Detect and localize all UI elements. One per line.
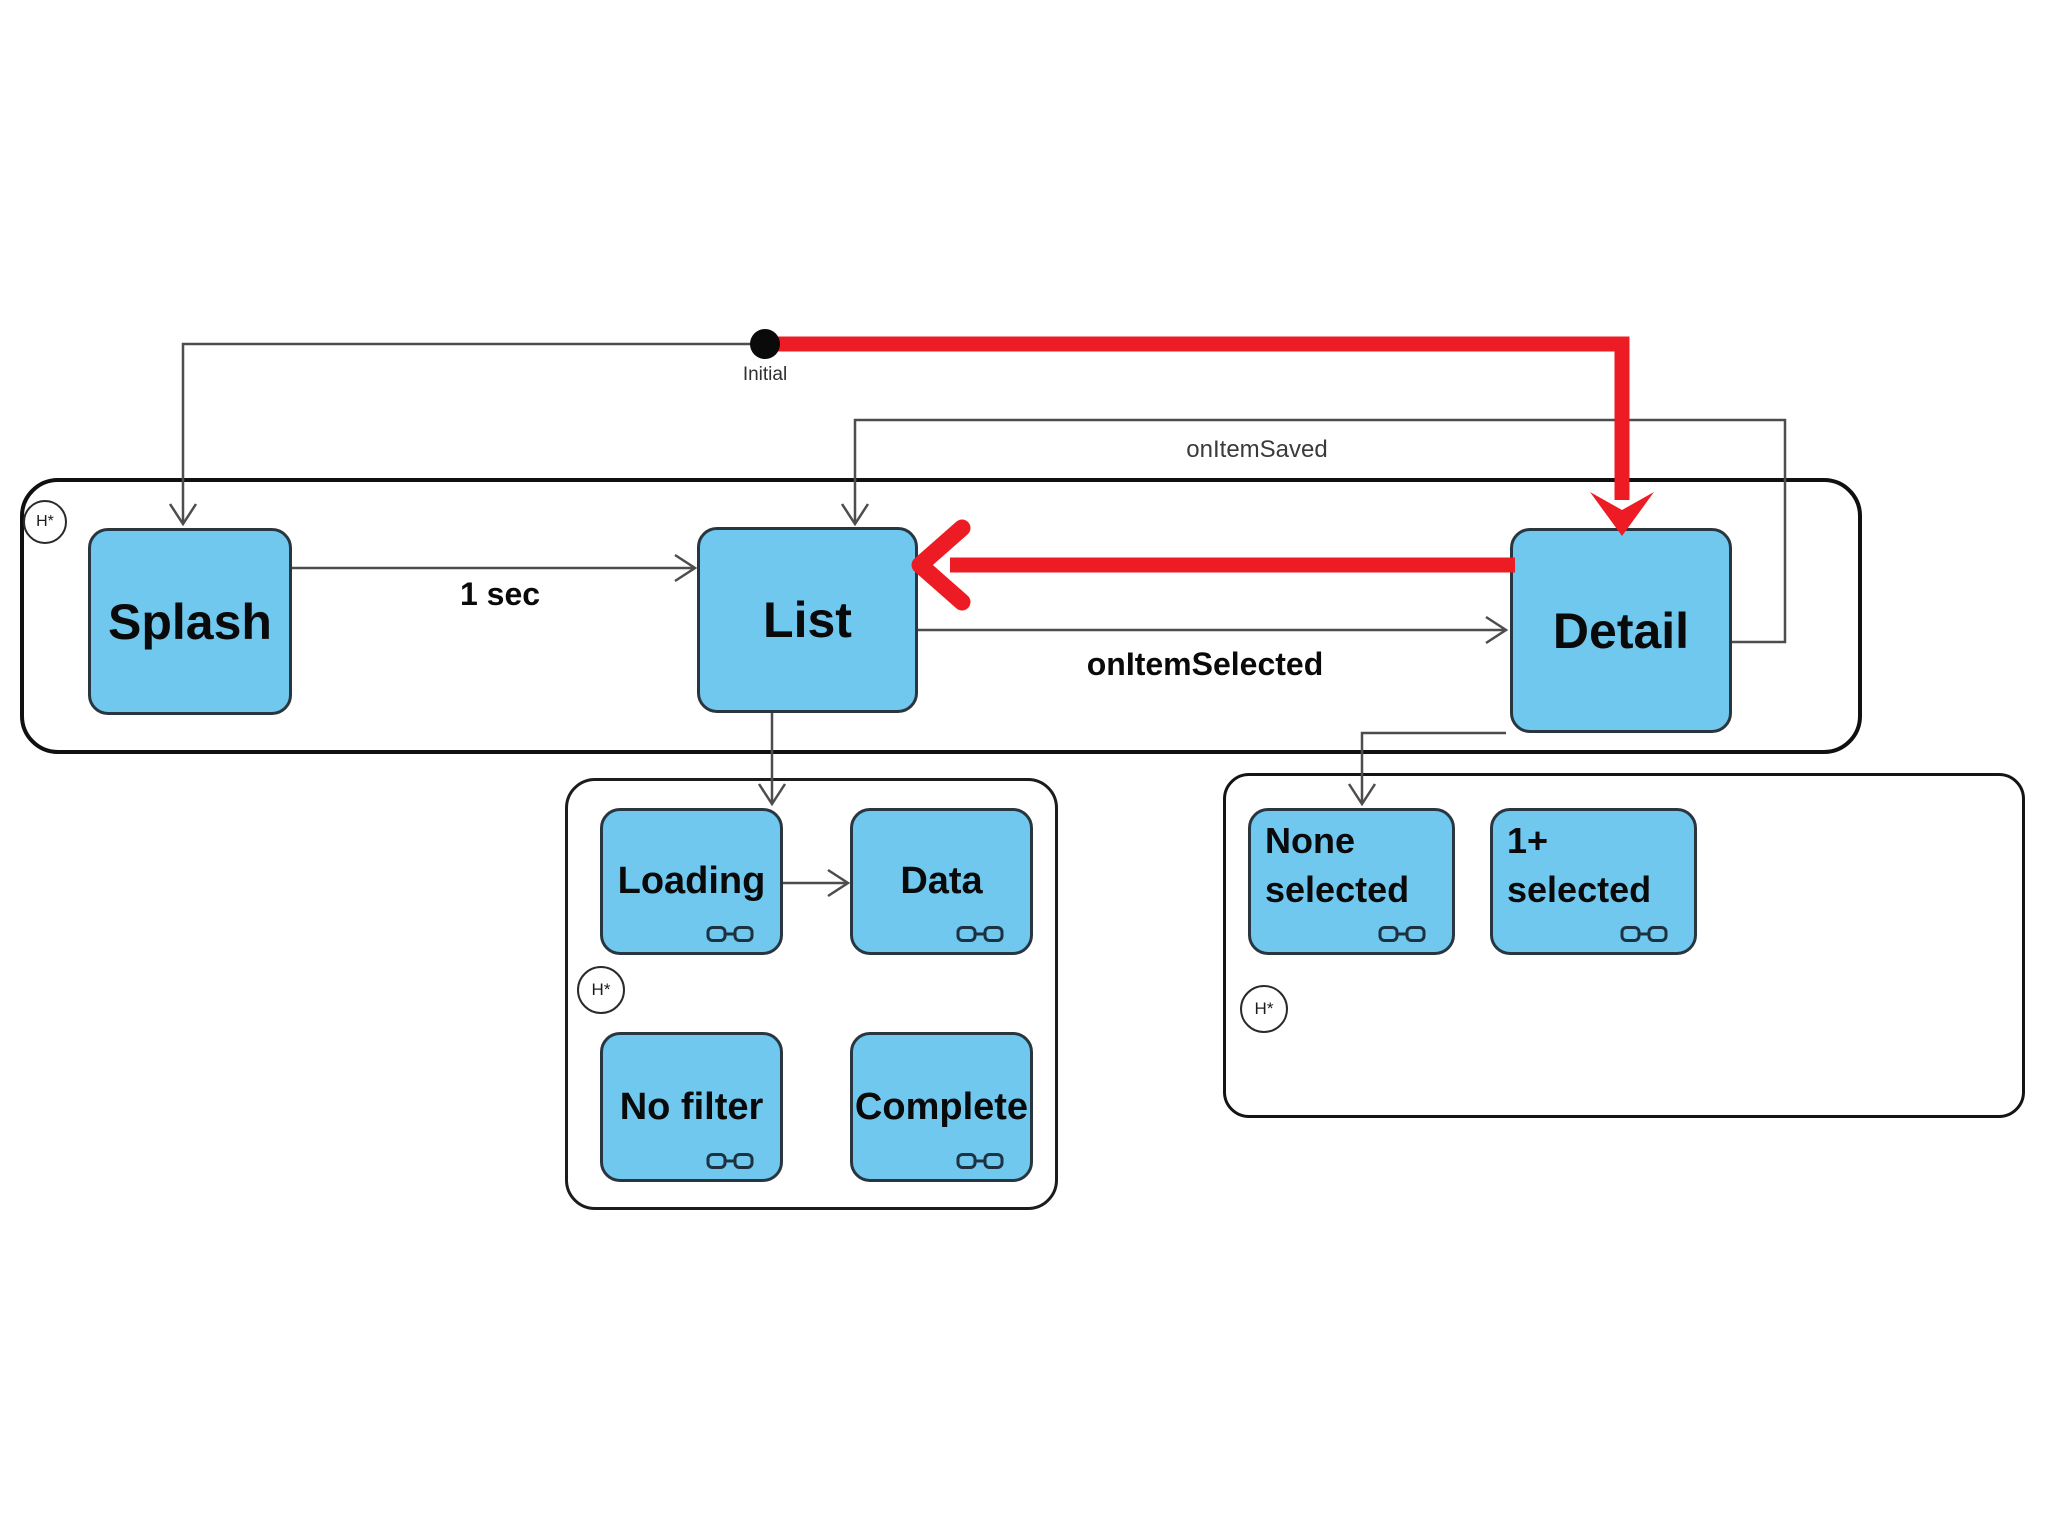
initial-state-caption: Initial	[742, 364, 788, 385]
state-none-selected-label: None selected	[1265, 820, 1410, 910]
transition-label-onitemsaved: onItemSaved	[1186, 436, 1328, 463]
state-detail: Detail	[1510, 528, 1732, 733]
state-no-filter: No filter	[600, 1032, 783, 1182]
history-pseudostate-detail-region: H*	[1240, 985, 1288, 1033]
state-one-plus-selected-label: 1+ selected	[1507, 820, 1652, 910]
transition-label-onitemselected: onItemSelected	[1086, 646, 1324, 682]
history-label: H*	[1254, 999, 1274, 1018]
transition-label-1sec: 1 sec	[459, 576, 541, 612]
history-label: H*	[36, 513, 54, 530]
state-list: List	[697, 527, 918, 713]
decomposition-glasses-icon	[706, 1153, 754, 1169]
state-one-plus-selected: 1+ selected	[1490, 808, 1697, 955]
state-splash-label: Splash	[108, 593, 272, 650]
initial-state-dot	[750, 329, 780, 359]
state-none-selected: None selected	[1248, 808, 1455, 955]
state-detail-label: Detail	[1552, 602, 1690, 659]
history-label: H*	[591, 980, 611, 999]
state-loading: Loading	[600, 808, 783, 955]
state-complete-label: Complete	[854, 1085, 1029, 1128]
state-loading-label: Loading	[617, 860, 766, 902]
decomposition-glasses-icon	[1378, 926, 1426, 942]
history-pseudostate-list-region: H*	[577, 966, 625, 1014]
state-data: Data	[850, 808, 1033, 955]
decomposition-glasses-icon	[706, 926, 754, 942]
list-substate-container	[565, 778, 1058, 1210]
decomposition-glasses-icon	[1620, 926, 1668, 942]
state-data-label: Data	[900, 860, 983, 902]
red-annotation-initial-to-detail	[770, 336, 1630, 500]
state-no-filter-label: No filter	[619, 1085, 764, 1128]
decomposition-glasses-icon	[956, 926, 1004, 942]
state-list-label: List	[763, 592, 852, 648]
history-pseudostate-main: H*	[23, 500, 67, 544]
state-complete: Complete	[850, 1032, 1033, 1182]
detail-substate-container	[1223, 773, 2025, 1118]
decomposition-glasses-icon	[956, 1153, 1004, 1169]
state-splash: Splash	[88, 528, 292, 715]
